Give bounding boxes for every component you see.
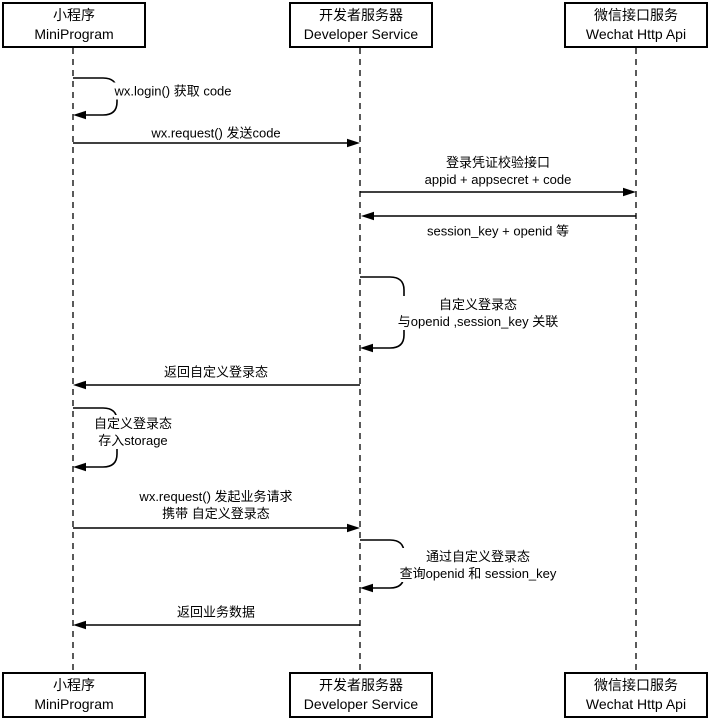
arrowhead-icon [347, 138, 360, 148]
actor-name-zh: 开发者服务器 [319, 677, 403, 693]
actor-name-zh: 小程序 [53, 677, 95, 693]
actor-name-en: MiniProgram [34, 26, 114, 42]
message-label-custom-login-state: 自定义登录态 与openid ,session_key 关联 [395, 296, 561, 330]
message-label-return-login-state: 返回自定义登录态 [161, 363, 271, 381]
arrowhead-icon [361, 211, 374, 221]
actor-bottom-wechat-api: 微信接口服务 Wechat Http Api [564, 672, 708, 718]
self-message-arc [73, 77, 118, 116]
arrowhead-icon [360, 343, 373, 353]
message-label-session-key-openid: session_key + openid 等 [424, 222, 572, 240]
actor-name-zh: 微信接口服务 [594, 7, 678, 23]
actor-top-wechat-api: 微信接口服务 Wechat Http Api [564, 2, 708, 48]
actor-name-zh: 开发者服务器 [319, 7, 403, 23]
actor-bottom-developer-service: 开发者服务器 Developer Service [289, 672, 433, 718]
actor-name-en: Wechat Http Api [585, 696, 687, 712]
actor-name-zh: 小程序 [53, 7, 95, 23]
arrowhead-icon [73, 380, 86, 390]
actor-bottom-miniprogram: 小程序 MiniProgram [2, 672, 146, 718]
arrowhead-icon [347, 523, 360, 533]
message-label-send-code: wx.request() 发送code [149, 124, 283, 142]
arrowhead-icon [360, 583, 373, 593]
arrowhead-icon [73, 462, 86, 472]
actor-name-en: Developer Service [303, 26, 419, 42]
arrowhead-icon [73, 110, 86, 120]
actor-top-developer-service: 开发者服务器 Developer Service [289, 2, 433, 48]
message-label-save-storage: 自定义登录态 存入storage [91, 415, 175, 449]
actor-name-en: Wechat Http Api [585, 26, 687, 42]
arrowhead-icon [623, 187, 636, 197]
actor-top-miniprogram: 小程序 MiniProgram [2, 2, 146, 48]
actor-name-en: MiniProgram [34, 696, 114, 712]
message-label-code2session: 登录凭证校验接口 appid + appsecret + code [422, 154, 574, 188]
actor-name-zh: 微信接口服务 [594, 677, 678, 693]
message-label-wx-login: wx.login() 获取 code [112, 82, 234, 100]
actor-name-en: Developer Service [303, 696, 419, 712]
message-label-business-request: wx.request() 发起业务请求 携带 自定义登录态 [137, 488, 295, 522]
message-label-query-openid: 通过自定义登录态 查询openid 和 session_key [397, 548, 559, 582]
arrowhead-icon [73, 620, 86, 630]
message-label-return-data: 返回业务数据 [174, 603, 258, 621]
